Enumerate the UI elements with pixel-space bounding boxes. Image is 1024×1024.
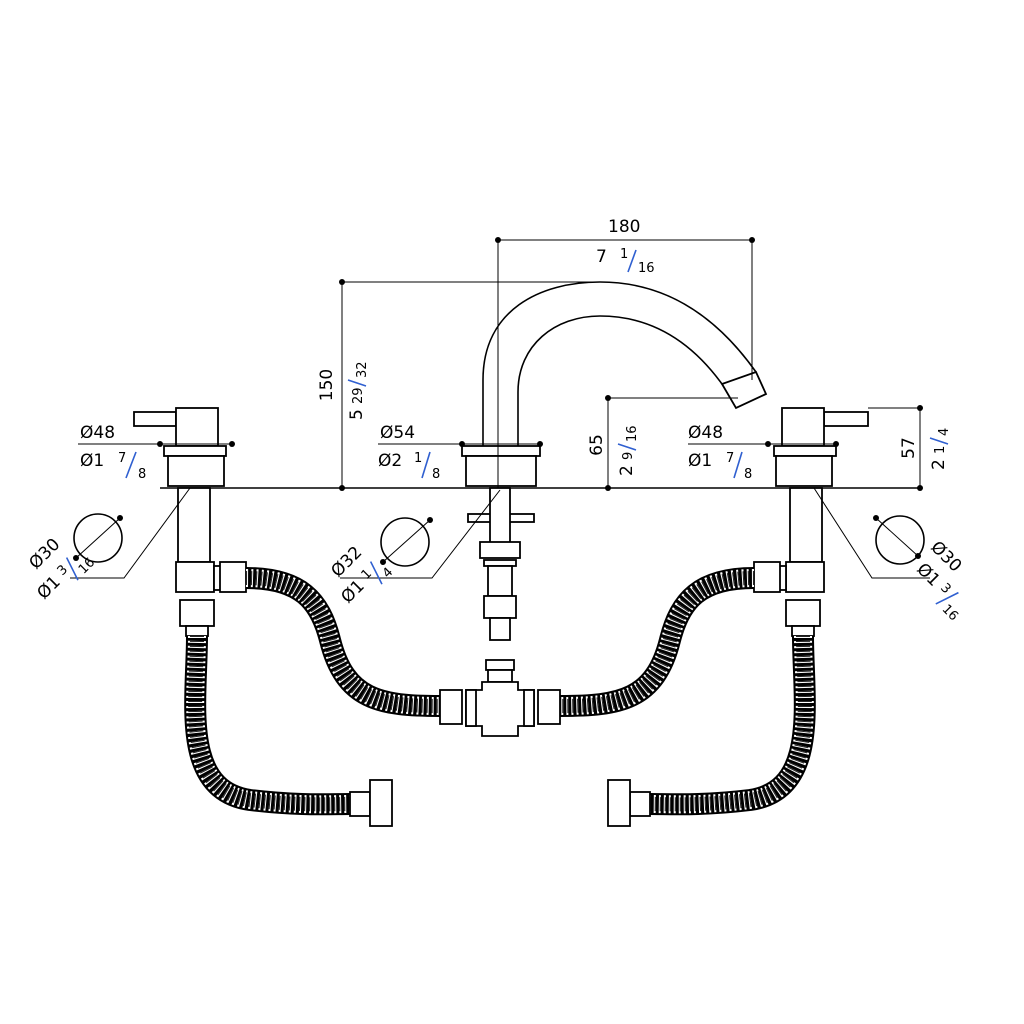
svg-text:2: 2 — [929, 459, 949, 470]
svg-text:7: 7 — [596, 247, 607, 267]
svg-text:3: 3 — [55, 562, 71, 578]
spout — [461, 281, 768, 487]
right-hole-dia-inch-label: Ø1 3 16 — [912, 559, 961, 624]
svg-text:3: 3 — [937, 581, 953, 597]
svg-text:Ø2: Ø2 — [378, 451, 402, 471]
svg-text:Ø48: Ø48 — [80, 423, 115, 443]
svg-text:32: 32 — [355, 361, 370, 378]
svg-text:Ø54: Ø54 — [380, 423, 415, 443]
svg-text:180: 180 — [608, 217, 640, 237]
svg-text:29: 29 — [351, 387, 366, 404]
spout-height-label: 150 — [317, 369, 337, 401]
svg-text:57: 57 — [899, 437, 919, 459]
svg-text:7: 7 — [118, 451, 126, 466]
svg-text:1: 1 — [620, 247, 628, 262]
outlet-height-inch-label: 2 9 16 — [617, 425, 640, 476]
left-handle-valve — [133, 407, 247, 637]
center-hole-dia-label: Ø32 — [327, 543, 366, 582]
svg-text:4: 4 — [937, 428, 952, 436]
svg-text:Ø48: Ø48 — [688, 423, 723, 443]
svg-text:Ø1: Ø1 — [688, 451, 712, 471]
svg-text:1: 1 — [359, 566, 375, 582]
svg-text:Ø1: Ø1 — [33, 572, 64, 603]
svg-text:16: 16 — [939, 602, 961, 624]
svg-text:7: 7 — [726, 451, 734, 466]
svg-text:Ø32: Ø32 — [327, 543, 366, 582]
tee-connector — [439, 681, 561, 737]
hoses — [184, 567, 816, 827]
svg-text:5: 5 — [347, 409, 367, 420]
svg-text:9: 9 — [621, 452, 636, 460]
right-handle-valve — [753, 407, 869, 637]
svg-text:4: 4 — [380, 565, 396, 581]
center-hole-circle — [380, 517, 430, 567]
svg-text:16: 16 — [625, 425, 640, 442]
svg-text:150: 150 — [317, 369, 337, 401]
spout-reach-label: 180 7 1 16 — [596, 217, 655, 276]
svg-text:16: 16 — [638, 261, 655, 276]
left-handle-dia-label: Ø48 Ø1 7 8 — [80, 423, 146, 482]
handle-height-label: 57 — [899, 437, 919, 459]
svg-text:Ø1: Ø1 — [80, 451, 104, 471]
center-shank — [467, 487, 535, 683]
right-hole-circle — [875, 515, 925, 565]
svg-text:8: 8 — [138, 467, 146, 482]
dimension-lines — [70, 237, 930, 579]
spout-base-dia-label: Ø54 Ø2 1 8 — [378, 423, 440, 482]
svg-text:1: 1 — [933, 446, 948, 454]
right-handle-dia-label: Ø48 Ø1 7 8 — [688, 423, 752, 482]
svg-text:65: 65 — [587, 434, 607, 456]
spout-height-inch-label: 5 29 32 — [347, 361, 370, 420]
svg-text:16: 16 — [76, 555, 98, 577]
svg-text:1: 1 — [414, 451, 422, 466]
svg-text:8: 8 — [432, 467, 440, 482]
outlet-height-label: 65 — [587, 434, 607, 456]
svg-text:8: 8 — [744, 467, 752, 482]
svg-text:2: 2 — [617, 465, 637, 476]
left-hole-circle — [73, 513, 123, 563]
handle-height-inch-label: 2 1 4 — [929, 428, 952, 470]
